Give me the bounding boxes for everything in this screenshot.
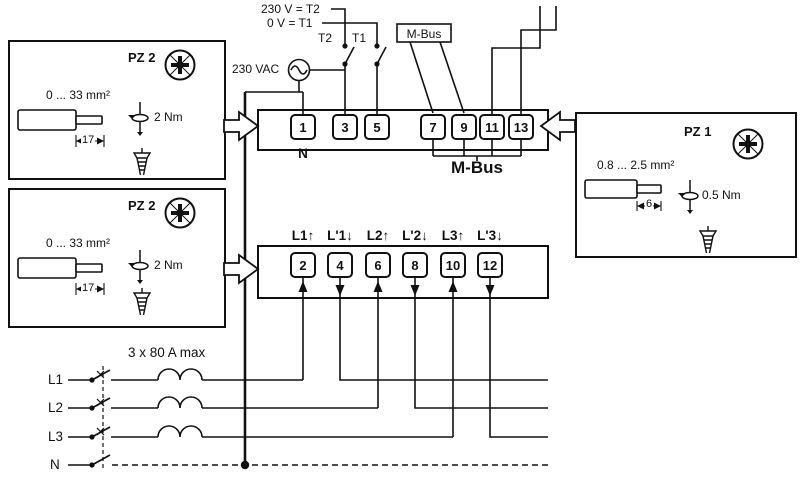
mbus-terminal-label: M-Bus bbox=[451, 158, 503, 177]
phase-label-l1-in: L1↑ bbox=[291, 228, 315, 243]
tariff-wiring bbox=[322, 8, 387, 114]
inset-box-right bbox=[575, 112, 797, 258]
fuse-icon bbox=[157, 425, 203, 438]
cable-conductor bbox=[75, 115, 103, 125]
arrow-left-icon bbox=[539, 110, 576, 142]
switch-blade bbox=[344, 46, 387, 65]
line-label-n: N bbox=[50, 457, 60, 472]
inset-r-wire-range: 0.8 ... 2.5 mm² bbox=[597, 158, 675, 172]
breaker-rating-label: 3 x 80 A max bbox=[128, 345, 206, 360]
flow-arrow-up-icon bbox=[448, 281, 458, 292]
mbus-bracket bbox=[432, 140, 522, 161]
inset-bottom-left-graphics bbox=[17, 196, 197, 316]
fuse-icon bbox=[157, 396, 203, 409]
inset-box-bottom-left bbox=[8, 188, 226, 328]
inset-tl-torque: 2 Nm bbox=[154, 110, 183, 124]
inset-r-torque: 0.5 Nm bbox=[702, 188, 741, 202]
inset-bl-wire-range: 0 ... 33 mm² bbox=[46, 236, 111, 250]
screwdriver-torque-icon bbox=[127, 101, 149, 137]
cable-jacket bbox=[17, 109, 77, 131]
terminal-13: 13 bbox=[508, 114, 534, 140]
inset-box-top-left bbox=[8, 40, 226, 180]
mbus-top-wiring bbox=[396, 6, 557, 114]
flow-arrow-down-icon bbox=[410, 285, 420, 296]
terminal-9: 9 bbox=[451, 114, 477, 140]
screw-icon bbox=[133, 287, 151, 316]
mbus-label-box bbox=[396, 23, 452, 43]
inset-tl-strip-length: 17 bbox=[81, 134, 96, 146]
inset-top-left-graphics bbox=[17, 48, 197, 176]
pozidriv-bit-icon bbox=[163, 48, 197, 82]
line-label-l3: L3 bbox=[48, 429, 64, 444]
screwdriver-torque-icon bbox=[127, 249, 149, 285]
t1-switch-label: T1 bbox=[352, 31, 367, 45]
neutral-terminal-label: N bbox=[298, 146, 308, 161]
ac-source bbox=[245, 58, 345, 114]
flow-arrow-up-icon bbox=[298, 281, 308, 292]
inset-right-graphics bbox=[584, 127, 765, 254]
cable-jacket bbox=[584, 179, 638, 199]
terminal-5: 5 bbox=[364, 114, 390, 140]
flow-arrow-down-icon bbox=[335, 285, 345, 296]
terminal-3: 3 bbox=[332, 114, 358, 140]
terminal-4: 4 bbox=[327, 252, 353, 278]
line-label-l1: L1 bbox=[48, 372, 64, 387]
fuse-icon bbox=[157, 368, 203, 381]
terminal-strip-bottom bbox=[257, 245, 549, 299]
phase-label-l2-out: L'2↓ bbox=[402, 228, 428, 243]
inset-tl-wire-range: 0 ... 33 mm² bbox=[46, 88, 111, 102]
terminal-1: 1 bbox=[290, 114, 316, 140]
inset-bl-tool-label: PZ 2 bbox=[128, 198, 156, 213]
phase-label-l3-out: L'3↓ bbox=[477, 228, 503, 243]
pointer-arrows bbox=[223, 110, 576, 285]
supply-wiring bbox=[68, 366, 548, 470]
inset-bl-strip-length: 17 bbox=[81, 282, 96, 294]
sine-icon bbox=[290, 65, 308, 75]
mbus-box-label: M-Bus bbox=[406, 27, 442, 41]
screw-icon bbox=[699, 225, 717, 254]
phase-wiring bbox=[298, 278, 548, 438]
cable-jacket bbox=[17, 257, 77, 279]
arrow-right-icon bbox=[223, 110, 260, 142]
terminal-7: 7 bbox=[420, 114, 446, 140]
terminal-12: 12 bbox=[477, 252, 503, 278]
terminal-2: 2 bbox=[290, 252, 316, 278]
supply-voltage-label: 230 VAC bbox=[232, 62, 280, 76]
screw-icon bbox=[133, 147, 151, 176]
terminal-11: 11 bbox=[479, 114, 505, 140]
flow-arrow-up-icon bbox=[373, 281, 383, 292]
phase-label-l2-in: L2↑ bbox=[366, 228, 390, 243]
terminal-6: 6 bbox=[365, 252, 391, 278]
t2-voltage-label: 230 V = T2 bbox=[261, 2, 320, 16]
inset-r-tool-label: PZ 1 bbox=[684, 124, 712, 139]
cable-conductor bbox=[636, 184, 662, 194]
line-label-l2: L2 bbox=[48, 400, 64, 415]
terminal-8: 8 bbox=[402, 252, 428, 278]
pozidriv-bit-icon bbox=[731, 127, 765, 161]
phase-label-l3-in: L3↑ bbox=[441, 228, 465, 243]
cable-conductor bbox=[75, 263, 103, 273]
inset-bl-torque: 2 Nm bbox=[154, 258, 183, 272]
screwdriver-torque-icon bbox=[677, 179, 699, 215]
inset-r-strip-length: 6 bbox=[645, 198, 654, 210]
inset-tl-tool-label: PZ 2 bbox=[128, 50, 156, 65]
terminal-10: 10 bbox=[440, 252, 466, 278]
phase-label-l1-out: L'1↓ bbox=[327, 228, 353, 243]
t2-switch-label: T2 bbox=[318, 31, 333, 45]
t1-voltage-label: 0 V = T1 bbox=[267, 16, 313, 30]
arrow-right-icon bbox=[223, 253, 260, 285]
pozidriv-bit-icon bbox=[163, 196, 197, 230]
flow-arrow-down-icon bbox=[485, 285, 495, 296]
